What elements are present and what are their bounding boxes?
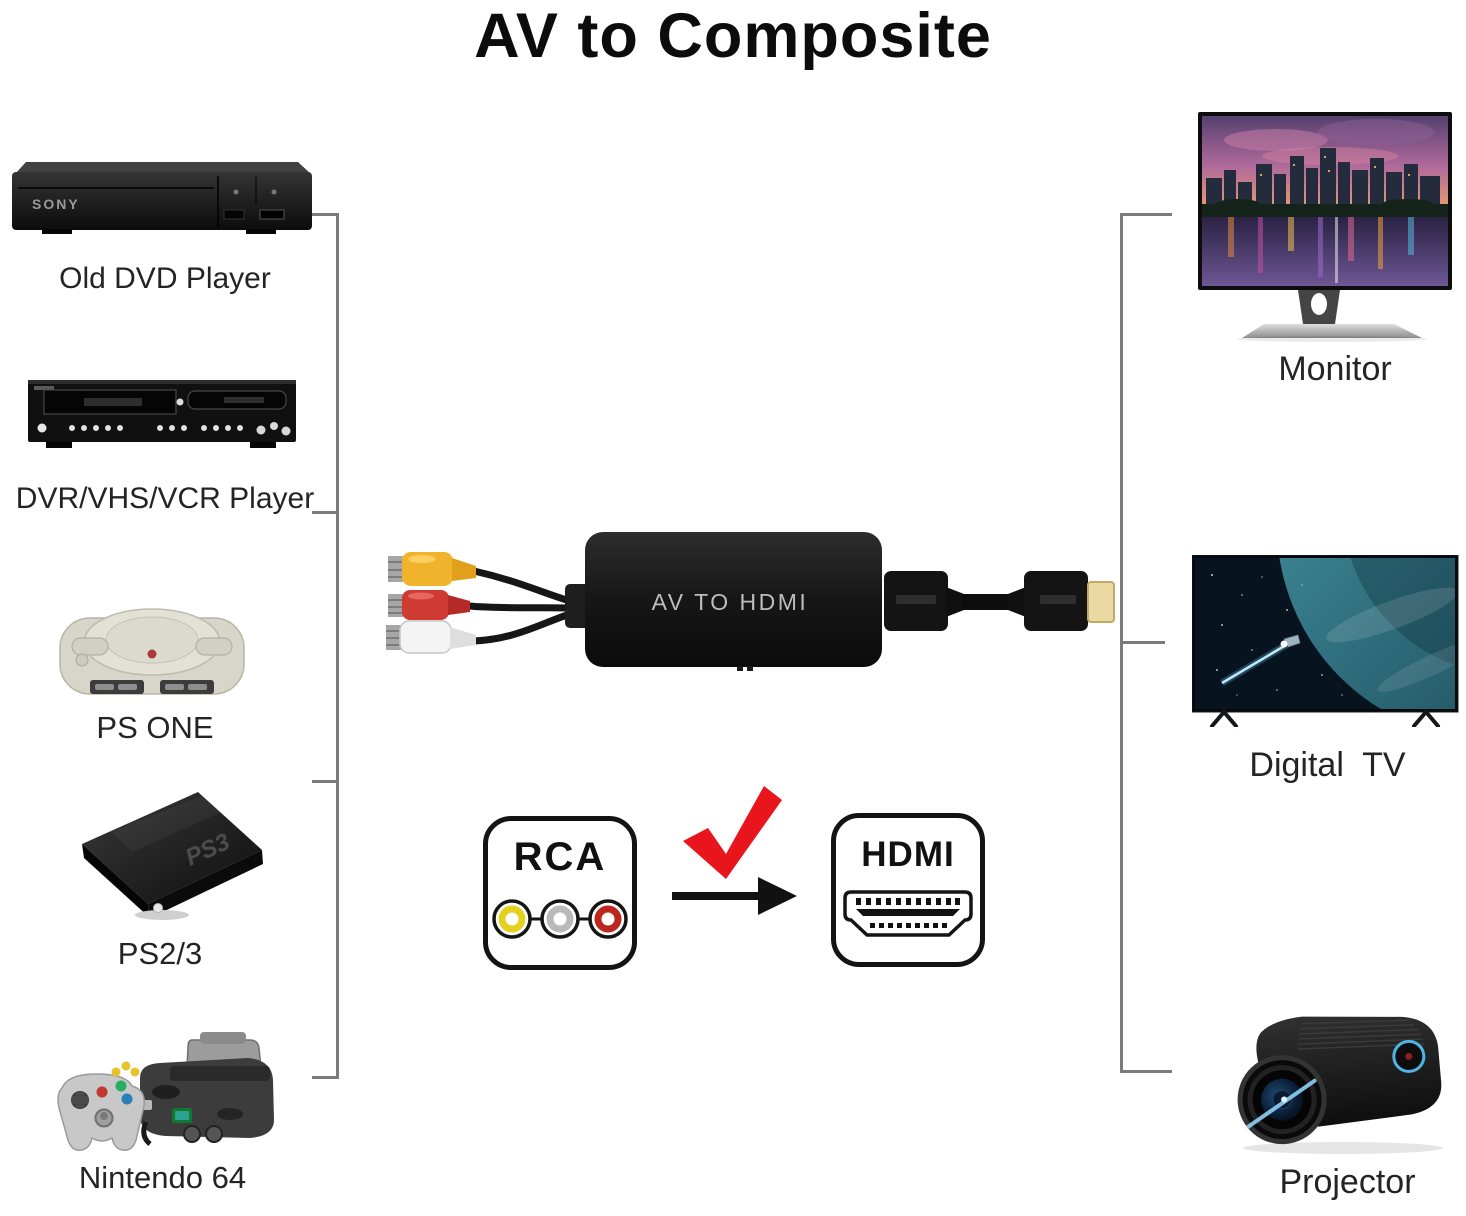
sony-logo: SONY [32,196,80,212]
white-cable [470,610,574,645]
device-label-projector: Projector [1279,1163,1416,1201]
device-nintendo-64 [42,1026,274,1162]
rca-label: RCA [513,835,607,879]
device-ps-one [52,598,252,703]
device-old-dvd-player: SONY [8,152,316,238]
left-bracket-tick-dvd [312,213,339,216]
device-ps2-3: PS3 [52,782,272,932]
nintendo-64-image [57,1032,274,1152]
red-audio-jack-icon [388,590,470,620]
ps-one-image [59,608,245,695]
white-audio-jack-icon [386,620,476,654]
projector-image [1237,1016,1443,1154]
hdmi-gold-connector [1087,581,1115,623]
device-label-dvr-vhs-vcr: DVR/VHS/VCR Player [15,482,315,515]
hdmi-label: HDMI [861,835,955,874]
monitor-image [1198,112,1452,342]
device-label-monitor: Monitor [1278,350,1392,388]
left-bracket-tick-ps23 [312,780,339,783]
device-label-nintendo-64: Nintendo 64 [78,1160,247,1195]
device-label-digital-tv: Digital TV [1249,746,1406,784]
right-bracket-tick-monitor [1120,213,1172,216]
device-digital-tv [1192,555,1462,727]
device-label-ps-one: PS ONE [96,710,214,745]
ps3-console-image: PS3 [82,792,263,920]
converter-body [585,532,882,667]
left-bracket-tick-vcr [312,511,339,514]
right-arrow-icon [672,877,797,915]
cable-strain-relief [565,584,591,628]
rca-jacks-icon [492,899,628,939]
left-bracket-tick-n64 [312,1076,339,1079]
device-label-ps2-3: PS2/3 [117,936,203,971]
device-label-old-dvd-player: Old DVD Player [59,262,271,295]
device-monitor [1198,112,1458,342]
yellow-cable [470,567,574,605]
device-projector [1203,1000,1458,1160]
converter-image: AV TO HDMI [386,532,1115,671]
red-cable [464,602,574,612]
left-bracket-vertical-line [336,213,339,1079]
yellow-video-jack-icon [388,552,476,586]
converter-label: AV TO HDMI [652,589,809,615]
digital-tv-image [1192,555,1459,727]
vcr-player-image [28,380,296,448]
rca-icon-box: RCA [483,816,637,970]
device-dvr-vhs-vcr [28,376,296,450]
hdmi-connector-icon [843,890,973,937]
right-bracket-tick-projector [1120,1070,1172,1073]
right-bracket-tick-tv [1120,641,1165,644]
check-and-arrow [672,786,797,915]
hdmi-icon-box: HDMI [831,813,985,967]
av-to-hdmi-converter: AV TO HDMI [378,525,1123,680]
old-dvd-player-image: SONY [12,162,312,234]
red-checkmark-icon [683,786,782,879]
page-title: AV to Composite [474,1,992,71]
